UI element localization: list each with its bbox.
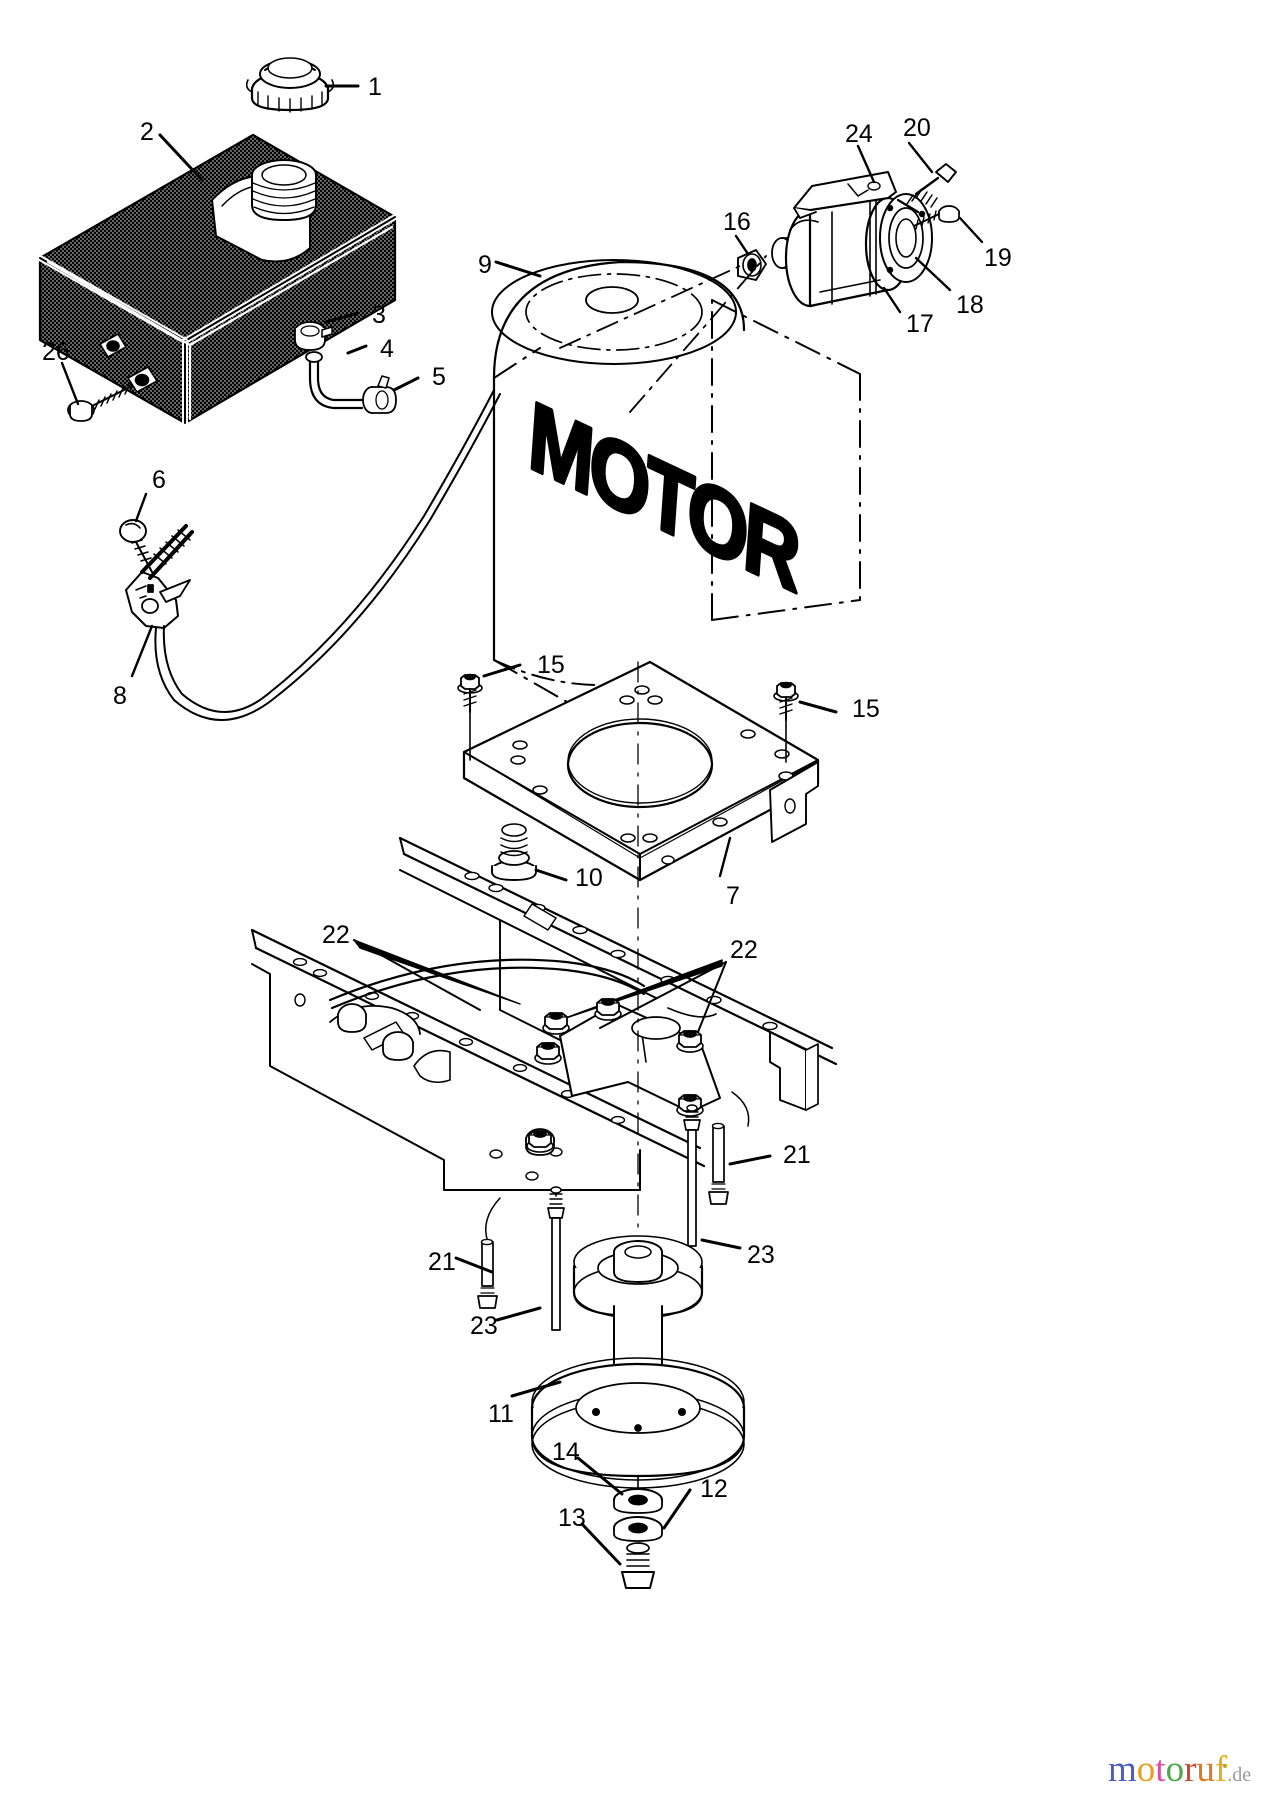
watermark-tld: .de — [1227, 1764, 1252, 1786]
callout-number-14: 14 — [552, 1438, 580, 1466]
flange-nut-c — [676, 1030, 704, 1053]
carriage-bolt-right-illustration — [683, 1104, 701, 1247]
engine-mount-bolt-illustration — [491, 823, 537, 881]
callout-number-21-left: 21 — [428, 1248, 456, 1276]
callout-number-11: 11 — [488, 1400, 514, 1428]
exhaust-gasket-illustration — [737, 249, 767, 281]
flange-nut-a — [542, 1012, 570, 1035]
callout-number-15-right: 15 — [852, 695, 880, 723]
svg-text:MOTOR: MOTOR — [526, 381, 803, 614]
throttle-screw-illustration — [119, 519, 153, 573]
callout-number-1: 1 — [368, 73, 382, 101]
chassis-frame-illustration — [250, 836, 838, 1191]
watermark-letter-m: m — [1108, 1749, 1137, 1790]
callout-number-16: 16 — [723, 208, 751, 236]
callout-number-20: 20 — [903, 114, 931, 142]
callout-number-6: 6 — [152, 466, 166, 494]
callout-number-4: 4 — [380, 335, 394, 363]
hose-clamp-lower-illustration — [362, 375, 397, 414]
callout-number-26: 26 — [42, 338, 70, 366]
plate-bolt-right-illustration — [773, 681, 799, 763]
callout-number-5: 5 — [432, 363, 446, 391]
callout-number-10: 10 — [575, 864, 603, 892]
callout-number-9: 9 — [478, 251, 492, 279]
callout-number-18: 18 — [956, 291, 984, 319]
muffler-screw-illustration — [913, 205, 960, 230]
lock-washer-illustration — [613, 1516, 663, 1542]
callout-number-8: 8 — [113, 682, 127, 710]
throttle-control-illustration — [125, 524, 194, 629]
callout-number-24: 24 — [845, 120, 873, 148]
watermark-letter-f: f — [1214, 1749, 1228, 1790]
callout-number-13: 13 — [558, 1504, 586, 1532]
fuel-cap-illustration — [245, 57, 335, 113]
hex-bolt-illustration — [621, 1542, 655, 1589]
callout-number-3: 3 — [372, 301, 386, 329]
motoruf-watermark: motoruf.de — [1108, 1748, 1251, 1791]
plate-bolt-left-illustration — [457, 673, 483, 761]
callout-number-23-right: 23 — [747, 1241, 775, 1269]
muffler-guard-plate-illustration — [879, 193, 933, 283]
flange-nut-b — [594, 998, 622, 1021]
callout-number-7: 7 — [726, 882, 740, 910]
watermark-letter-o1: o — [1136, 1749, 1156, 1790]
watermark-letter-t: t — [1155, 1749, 1166, 1790]
callout-number-19: 19 — [984, 244, 1012, 272]
callout-number-23-left: 23 — [470, 1312, 498, 1340]
callout-number-22-left: 22 — [322, 921, 350, 949]
spacer-right-illustration — [708, 1091, 750, 1205]
callout-number-12: 12 — [700, 1475, 728, 1503]
hose-clamp-upper-illustration — [294, 321, 333, 351]
spacer-left-illustration — [477, 1197, 501, 1309]
callout-number-21-right: 21 — [783, 1141, 811, 1169]
watermark-letter-u: u — [1196, 1749, 1215, 1790]
flat-washer-illustration — [613, 1488, 663, 1514]
muffler-bolt-illustration — [896, 163, 957, 214]
engine-mounting-plate-illustration — [462, 660, 820, 882]
flange-nut-d — [534, 1042, 562, 1065]
muffler-bracket-illustration — [793, 171, 897, 219]
watermark-dot-icon — [1223, 1763, 1228, 1768]
tank-mount-screw-illustration — [67, 384, 133, 422]
fuel-line-illustration — [305, 351, 364, 410]
callout-number-22-right: 22 — [730, 936, 758, 964]
pulley-assembly-illustration — [530, 661, 746, 1497]
callout-number-15-left: 15 — [537, 651, 565, 679]
muffler-assembly-illustration — [559, 141, 984, 413]
flange-nut-e — [526, 1130, 554, 1153]
watermark-letter-o2: o — [1165, 1749, 1185, 1790]
callout-number-2: 2 — [140, 118, 154, 146]
watermark-letter-r: r — [1184, 1749, 1197, 1790]
carriage-bolt-left-illustration — [547, 1186, 565, 1331]
callout-number-17: 17 — [906, 310, 934, 338]
fuel-tank-illustration — [37, 133, 398, 426]
